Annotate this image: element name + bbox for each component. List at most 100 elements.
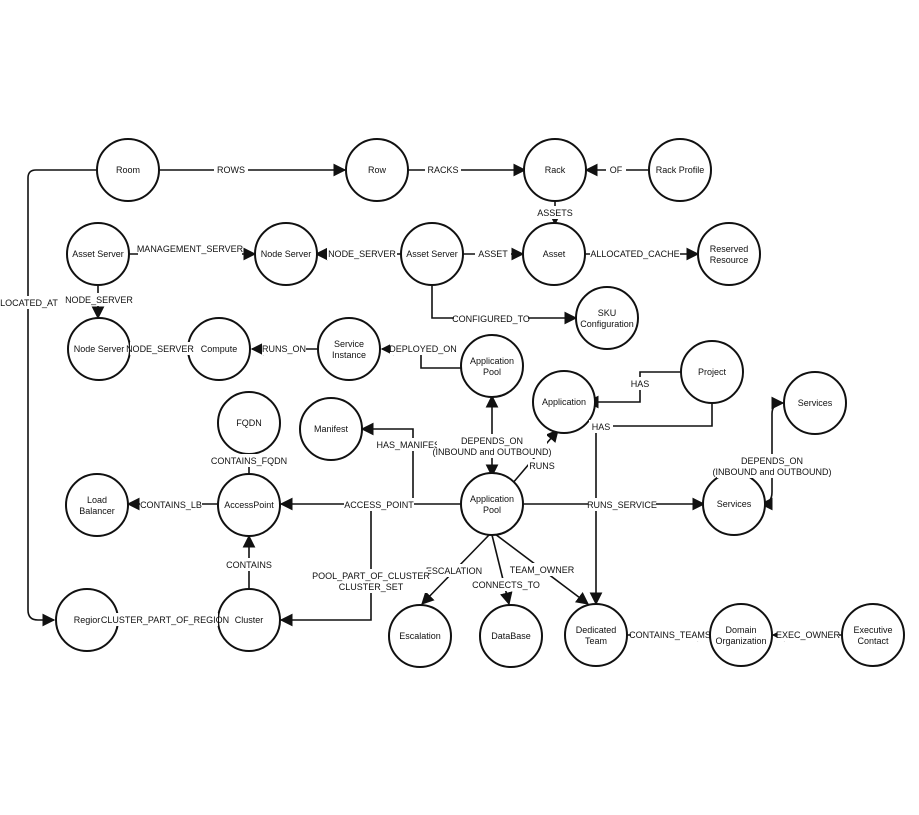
label-runs: RUNS: [528, 459, 556, 472]
node-fqdn-label: FQDN: [236, 418, 262, 428]
node-asset-server-mid[interactable]: Asset Server: [400, 222, 464, 286]
node-services-right[interactable]: Services: [702, 472, 766, 536]
node-rack-profile[interactable]: Rack Profile: [648, 138, 712, 202]
node-manifest[interactable]: Manifest: [299, 397, 363, 461]
node-manifest-label: Manifest: [314, 424, 349, 434]
label-allocated-cache: ALLOCATED_CACHE: [590, 247, 680, 260]
label-depends-on-services: DEPENDS_ON (INBOUND and OUTBOUND): [712, 454, 832, 478]
node-fqdn[interactable]: FQDN: [217, 391, 281, 455]
label-deployed-on: DEPLOYED_ON: [389, 342, 457, 355]
svg-text:HAS: HAS: [592, 422, 611, 432]
svg-text:LOCATED_AT: LOCATED_AT: [0, 298, 58, 308]
svg-text:RUNS_ON: RUNS_ON: [262, 344, 306, 354]
label-contains-teams: CONTAINS_TEAMS: [629, 628, 711, 641]
node-project-label: Project: [698, 367, 727, 377]
svg-text:ASSETS: ASSETS: [537, 208, 573, 218]
node-access-point[interactable]: AccessPoint: [217, 473, 281, 537]
node-reserved-resource[interactable]: Reserved Resource: [697, 222, 761, 286]
node-reserved-resource-label-1: Reserved: [710, 244, 749, 254]
node-application-pool-top-label-1: Application: [470, 356, 514, 366]
svg-text:OF: OF: [610, 165, 623, 175]
label-access-point: ACCESS_POINT: [344, 498, 414, 511]
node-application[interactable]: Application: [532, 370, 596, 434]
node-application-pool-main[interactable]: Application Pool: [460, 472, 524, 536]
label-escalation: ESCALATION: [424, 564, 484, 577]
node-row[interactable]: Row: [345, 138, 409, 202]
node-asset-server-mid-label: Asset Server: [406, 249, 458, 259]
node-asset-server-left-label: Asset Server: [72, 249, 124, 259]
svg-text:DEPLOYED_ON: DEPLOYED_ON: [389, 344, 457, 354]
label-team-owner: TEAM_OWNER: [510, 563, 575, 576]
svg-text:EXEC_OWNER: EXEC_OWNER: [776, 630, 841, 640]
node-domain-organization-label-1: Domain: [725, 625, 756, 635]
node-room[interactable]: Room: [96, 138, 160, 202]
node-sku-configuration-label-1: SKU: [598, 308, 617, 318]
edge-has-team: [589, 404, 713, 606]
label-runs-service: RUNS_SERVICE: [587, 498, 657, 511]
node-executive-contact[interactable]: Executive Contact: [841, 603, 905, 667]
node-domain-organization-label-2: Organization: [715, 636, 766, 646]
node-dedicated-team-label-1: Dedicated: [576, 625, 617, 635]
node-access-point-label: AccessPoint: [224, 500, 274, 510]
node-sku-configuration-label-2: Configuration: [580, 319, 634, 329]
svg-text:NODE_SERVER: NODE_SERVER: [328, 249, 396, 259]
label-located-at: LOCATED_AT: [0, 296, 58, 309]
svg-text:NODE_SERVER: NODE_SERVER: [65, 295, 133, 305]
label-of: OF: [606, 163, 626, 176]
node-services-top[interactable]: Services: [783, 371, 847, 435]
node-application-pool-main-label-2: Pool: [483, 505, 501, 515]
svg-text:(INBOUND and OUTBOUND): (INBOUND and OUTBOUND): [712, 467, 831, 477]
node-database[interactable]: DataBase: [479, 604, 543, 668]
svg-text:ALLOCATED_CACHE: ALLOCATED_CACHE: [590, 249, 679, 259]
label-has-manifest: HAS_MANIFEST: [376, 438, 446, 451]
node-asset[interactable]: Asset: [522, 222, 586, 286]
label-pool-part-of-cluster: POOL_PART_OF_CLUSTER CLUSTER_SET: [312, 569, 430, 593]
node-service-instance-label-2: Instance: [332, 350, 366, 360]
svg-text:CONTAINS_FQDN: CONTAINS_FQDN: [211, 456, 287, 466]
node-application-pool-top[interactable]: Application Pool: [460, 334, 524, 398]
node-domain-organization[interactable]: Domain Organization: [709, 603, 773, 667]
node-application-label: Application: [542, 397, 586, 407]
label-depends-on-pool: DEPENDS_ON (INBOUND and OUTBOUND): [432, 434, 552, 458]
label-node-server-c: NODE_SERVER: [126, 342, 194, 355]
label-contains: CONTAINS: [224, 558, 274, 571]
node-service-instance-label-1: Service: [334, 339, 364, 349]
edge-has-manifest: [360, 422, 414, 504]
node-row-label: Row: [368, 165, 387, 175]
node-application-pool-top-label-2: Pool: [483, 367, 501, 377]
label-asset: ASSET: [475, 247, 511, 260]
svg-text:NODE_SERVER: NODE_SERVER: [126, 344, 194, 354]
node-room-label: Room: [116, 165, 140, 175]
node-services-top-label: Services: [798, 398, 833, 408]
svg-text:HAS_MANIFEST: HAS_MANIFEST: [376, 440, 446, 450]
node-asset-label: Asset: [543, 249, 566, 259]
node-rack-profile-label: Rack Profile: [656, 165, 705, 175]
node-node-server-mid[interactable]: Node Server: [254, 222, 318, 286]
node-services-right-label: Services: [717, 499, 752, 509]
svg-text:CONFIGURED_TO: CONFIGURED_TO: [452, 314, 530, 324]
label-node-server-b: NODE_SERVER: [65, 293, 133, 306]
label-has-team: HAS: [589, 420, 613, 433]
node-escalation[interactable]: Escalation: [388, 604, 452, 668]
svg-text:ASSET: ASSET: [478, 249, 508, 259]
node-service-instance[interactable]: Service Instance: [317, 317, 381, 381]
node-sku-configuration[interactable]: SKU Configuration: [575, 286, 639, 350]
label-node-server-a: NODE_SERVER: [327, 247, 397, 260]
node-load-balancer[interactable]: Load Balancer: [65, 473, 129, 537]
node-project[interactable]: Project: [680, 340, 744, 404]
edge-depends-on-services: [759, 396, 785, 511]
svg-text:CONTAINS_LB: CONTAINS_LB: [140, 500, 202, 510]
node-node-server-left[interactable]: Node Server: [67, 317, 131, 381]
node-executive-contact-label-1: Executive: [853, 625, 892, 635]
node-application-pool-main-label-1: Application: [470, 494, 514, 504]
svg-text:RUNS_SERVICE: RUNS_SERVICE: [587, 500, 657, 510]
node-dedicated-team[interactable]: Dedicated Team: [564, 603, 628, 667]
node-rack[interactable]: Rack: [523, 138, 587, 202]
node-compute[interactable]: Compute: [187, 317, 251, 381]
node-asset-server-left[interactable]: Asset Server: [66, 222, 130, 286]
edge-pool-part-of-cluster: [279, 504, 372, 627]
svg-text:HAS: HAS: [631, 379, 650, 389]
node-load-balancer-label-2: Balancer: [79, 506, 115, 516]
label-assets: ASSETS: [535, 206, 575, 219]
